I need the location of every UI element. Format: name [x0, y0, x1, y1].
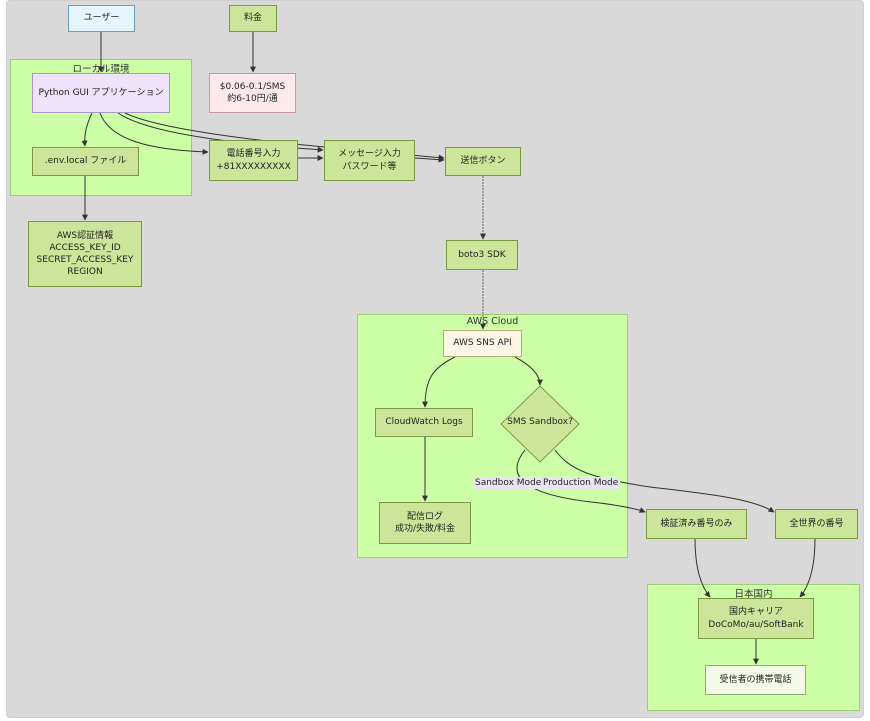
- node-receiver-phone: 受信者の携帯電話: [705, 665, 806, 695]
- edge-sns-sandbox: [514, 356, 543, 386]
- node-sms-sandbox: SMS Sandbox?: [500, 385, 580, 463]
- edge-sandbox-global: [554, 449, 775, 513]
- edge-label-production-mode: Production Mode: [541, 477, 621, 489]
- edge-app-env: [81, 112, 93, 147]
- node-aws-credentials: AWS認証情報 ACCESS_KEY_ID SECRET_ACCESS_KEY …: [28, 221, 142, 287]
- edge-verified-carrier: [694, 538, 711, 598]
- node-boto3-sdk: boto3 SDK: [446, 240, 518, 270]
- node-cloudwatch-logs: CloudWatch Logs: [375, 408, 473, 437]
- edge-app-phone: [99, 112, 209, 155]
- node-send-button: 送信ボタン: [445, 147, 521, 176]
- edge-global-carrier: [799, 538, 816, 598]
- node-delivery-log: 配信ログ 成功/失敗/料金: [379, 502, 471, 544]
- node-aws-sns-api: AWS SNS API: [443, 330, 522, 357]
- node-env-file: .env.local ファイル: [32, 147, 139, 176]
- node-message-input: メッセージ入力 パスワード等: [324, 140, 415, 181]
- node-app: Python GUI アプリケーション: [32, 73, 170, 113]
- edge-label-sandbox-mode: Sandbox Mode: [473, 477, 544, 489]
- edge-msg-send: [414, 156, 445, 163]
- edge-sandbox-verified: [516, 449, 646, 513]
- node-global-numbers: 全世界の番号: [775, 509, 858, 539]
- edge-sns-cloudwatch: [422, 356, 456, 408]
- node-domestic-carrier: 国内キャリア DoCoMo/au/SoftBank: [698, 598, 814, 639]
- node-sms-sandbox-label: SMS Sandbox?: [507, 417, 573, 427]
- node-price: 料金: [229, 5, 277, 32]
- cluster-japan-label: 日本国内: [734, 589, 773, 600]
- node-verified-numbers: 検証済み番号のみ: [646, 509, 747, 539]
- node-phone-input: 電話番号入力 +81XXXXXXXXX: [209, 140, 298, 181]
- cluster-aws-label: AWS Cloud: [466, 316, 519, 327]
- sandbox-diamond-shape: [500, 385, 580, 463]
- node-cost: $0.06-0.1/SMS 約6-10円/通: [209, 73, 296, 113]
- node-user: ユーザー: [68, 5, 135, 32]
